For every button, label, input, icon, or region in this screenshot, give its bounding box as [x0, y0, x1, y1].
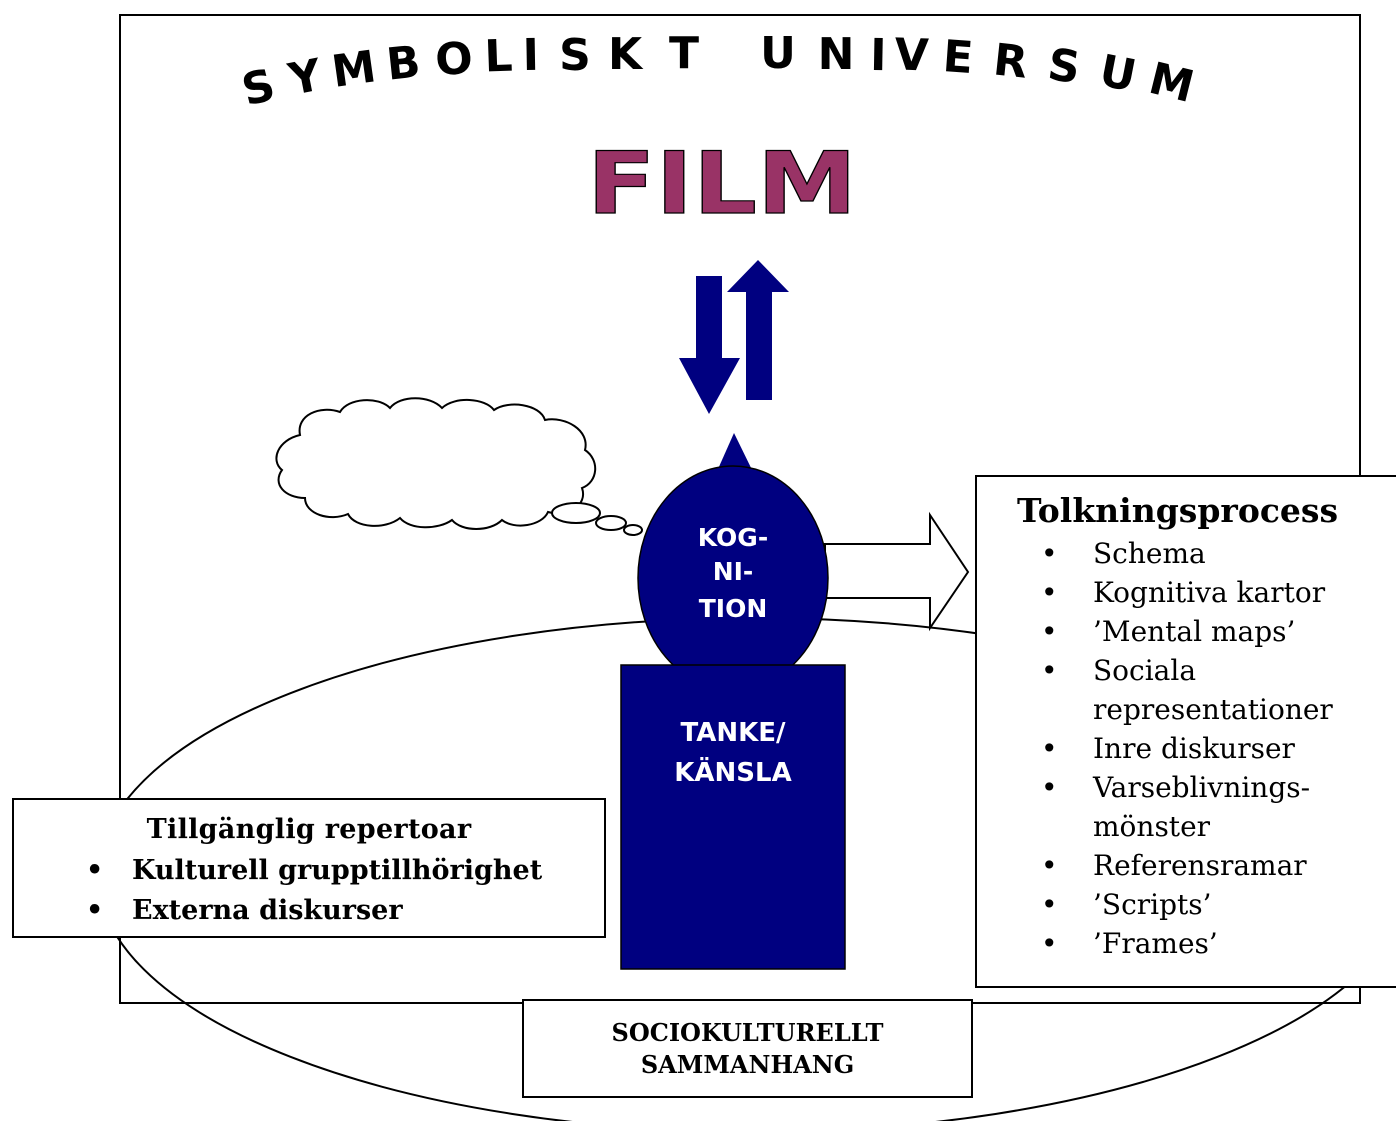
title-letter: M	[1144, 53, 1199, 113]
interpretation-list: Schema Kognitiva kartor ’Mental maps’ So…	[977, 534, 1396, 963]
title-letter: M	[329, 41, 379, 98]
title-letter: E	[941, 31, 975, 84]
film-wordart: FILM	[586, 133, 857, 234]
context-line: SAMMANHANG	[640, 1049, 855, 1079]
cognition-line: NI-	[713, 557, 754, 586]
thought-feeling-text: TANKE/ KÄNSLA	[674, 718, 791, 788]
title-letter: U	[760, 28, 796, 79]
title-letter: S	[237, 59, 280, 116]
list-item: Varseblivnings-mönster	[1041, 768, 1396, 846]
cognition-text: KOG- NI- TION	[698, 523, 768, 623]
list-item: Kognitiva kartor	[1041, 573, 1396, 612]
arrow-up-icon	[727, 260, 789, 400]
cognition-line: KOG-	[698, 523, 768, 552]
title-letter: R	[991, 34, 1030, 88]
list-item: Referensramar	[1041, 846, 1396, 885]
cognition-line: TION	[699, 594, 768, 623]
exchange-arrows	[679, 260, 789, 414]
arrow-down-icon	[679, 276, 740, 414]
list-item: Kulturell grupptillhörighet	[86, 851, 604, 891]
title-letter: O	[434, 33, 475, 86]
thought-cloud-icon	[275, 397, 643, 536]
title-letter: S	[1045, 39, 1083, 94]
title-letter: I	[870, 30, 887, 81]
list-item: ’Scripts’	[1041, 885, 1396, 924]
interpretation-arrow-icon	[824, 511, 970, 632]
title-letter: L	[484, 31, 514, 83]
title-letter: U	[1095, 45, 1140, 102]
title-letter: B	[384, 36, 423, 90]
list-item: Externa diskurser	[86, 891, 604, 931]
repertoire-title: Tillgänglig repertoar	[146, 814, 472, 845]
title-letter: V	[894, 29, 930, 81]
film-label: FILM	[587, 134, 857, 234]
thought-feeling-block	[620, 664, 846, 970]
title-letter: T	[669, 28, 699, 79]
interpretation-title: Tolkningsprocess	[1017, 491, 1339, 530]
list-item: Sociala representationer	[1041, 651, 1396, 729]
context-line: SOCIOKULTURELLT	[611, 1017, 884, 1047]
title-letter: I	[522, 30, 539, 81]
sociocultural-context-box: SOCIOKULTURELLT SAMMANHANG	[522, 999, 973, 1098]
title-letter: N	[818, 29, 855, 80]
repertoire-box: Tillgänglig repertoar Kulturell grupptil…	[12, 798, 606, 938]
interpretation-box: Tolkningsprocess Schema Kognitiva kartor…	[975, 475, 1396, 988]
title-letter: S	[559, 30, 591, 81]
title-letter: K	[608, 29, 644, 80]
thought-feeling-line: TANKE/	[680, 718, 786, 748]
title-letter: Y	[284, 49, 327, 106]
list-item: ’Mental maps’	[1041, 612, 1396, 651]
thought-feeling-line: KÄNSLA	[674, 756, 791, 788]
list-item: Schema	[1041, 534, 1396, 573]
list-item: Inre diskurser	[1041, 729, 1396, 768]
list-item: ’Frames’	[1041, 924, 1396, 963]
repertoire-list: Kulturell grupptillhörighet Externa disk…	[14, 851, 604, 931]
